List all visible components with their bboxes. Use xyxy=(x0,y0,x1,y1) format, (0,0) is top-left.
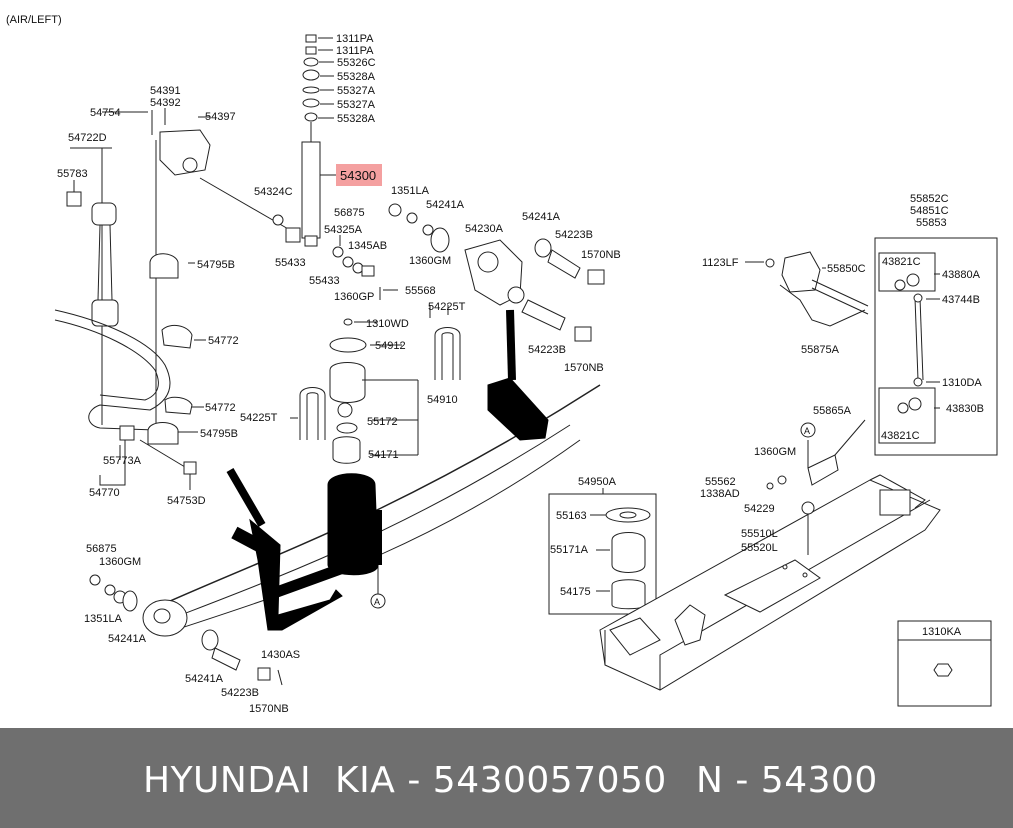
footer-reference: N - 54300 xyxy=(696,760,878,801)
part-label: 55328A xyxy=(337,113,376,125)
part-label: 54772 xyxy=(208,335,239,347)
part-label: 1311PA xyxy=(336,33,374,45)
part-label: 55568 xyxy=(405,285,436,297)
part-label: 54392 xyxy=(150,97,181,109)
part-label: 54225T xyxy=(240,412,278,424)
part-label: 54223B xyxy=(528,344,566,356)
part-label: 54223B xyxy=(221,687,259,699)
part-label: 55433 xyxy=(309,275,340,287)
part-label: 43821C xyxy=(882,256,921,268)
footer-part-number: HYUNDAI KIA - 5430057050 xyxy=(143,760,667,801)
part-label: 43744B xyxy=(942,294,980,306)
part-label: 54397 xyxy=(205,111,236,123)
part-label: 55783 xyxy=(57,168,88,180)
part-label: 54230A xyxy=(465,223,504,235)
part-label: 54795B xyxy=(200,428,238,440)
part-label: 55852C xyxy=(910,193,949,205)
part-label: 43830B xyxy=(946,403,984,415)
ref-marker: A xyxy=(804,426,810,436)
part-label: 54225T xyxy=(428,301,466,313)
part-label: 56875 xyxy=(334,207,365,219)
part-label: 1360GP xyxy=(334,291,374,303)
highlight-box xyxy=(336,164,382,186)
part-label: 1570NB xyxy=(249,703,289,715)
footer-banner: HYUNDAI KIA - 5430057050 N - 54300 xyxy=(0,728,1013,828)
part-label: 54241A xyxy=(522,211,561,223)
part-label: 54223B xyxy=(555,229,593,241)
part-label: 55773A xyxy=(103,455,142,467)
part-label: 54171 xyxy=(368,449,399,461)
part-label: 55328A xyxy=(337,71,376,83)
part-label: 54229 xyxy=(744,503,775,515)
part-label: 54722D xyxy=(68,132,107,144)
part-label: 54912 xyxy=(375,340,406,352)
part-label: 1360GM xyxy=(99,556,141,568)
part-label: 54772 xyxy=(205,402,236,414)
part-label: 1360GM xyxy=(754,446,796,458)
part-label: 55562 xyxy=(705,476,736,488)
part-label: 1123LF xyxy=(702,257,739,269)
part-label: 54910 xyxy=(427,394,458,406)
part-label: 55853 xyxy=(916,217,947,229)
part-label: 54324C xyxy=(254,186,293,198)
part-label: 1430AS xyxy=(261,649,300,661)
part-label: 55520L xyxy=(741,542,778,554)
part-label: 55327A xyxy=(337,99,376,111)
part-label: 43880A xyxy=(942,269,981,281)
part-label: 55875A xyxy=(801,344,840,356)
part-label: 55850C xyxy=(827,263,866,275)
part-label: 54175 xyxy=(560,586,591,598)
part-label: 43821C xyxy=(881,430,920,442)
part-label: 54950A xyxy=(578,476,617,488)
part-label: 55171A xyxy=(550,544,589,556)
part-label-highlighted: 54300 xyxy=(340,168,376,183)
part-label: 54851C xyxy=(910,205,949,217)
part-label: 1311PA xyxy=(336,45,374,57)
part-label: 1310DA xyxy=(942,377,982,389)
part-label: 54241A xyxy=(108,633,147,645)
part-label: 55163 xyxy=(556,510,587,522)
part-label: 1310KA xyxy=(922,626,962,638)
part-label: 54754 xyxy=(90,107,121,119)
part-label: 54241A xyxy=(185,673,224,685)
part-label: 1345AB xyxy=(348,240,387,252)
parts-diagram: (AIR/LEFT) 1311PA 1311PA 55326C 55328A 5… xyxy=(6,14,998,715)
part-label: 1351LA xyxy=(391,185,430,197)
part-label: 55865A xyxy=(813,405,852,417)
part-label: 1360GM xyxy=(409,255,451,267)
part-label: 1570NB xyxy=(581,249,621,261)
part-label: 54795B xyxy=(197,259,235,271)
part-label: 55327A xyxy=(337,85,376,97)
part-label: 55433 xyxy=(275,257,306,269)
part-label: 55172 xyxy=(367,416,398,428)
part-label: 54391 xyxy=(150,85,181,97)
part-label: 1351LA xyxy=(84,613,123,625)
part-label: 1338AD xyxy=(700,488,740,500)
part-label: 55326C xyxy=(337,57,376,69)
part-label: 56875 xyxy=(86,543,117,555)
part-label: 54770 xyxy=(89,487,120,499)
part-label: 54325A xyxy=(324,224,363,236)
part-label: 54241A xyxy=(426,199,465,211)
part-label: 1570NB xyxy=(564,362,604,374)
part-label: 1310WD xyxy=(366,318,409,330)
part-label: 54753D xyxy=(167,495,206,507)
ref-marker: A xyxy=(374,597,380,607)
part-label: 55510L xyxy=(741,528,778,540)
variant-label: (AIR/LEFT) xyxy=(6,14,62,26)
